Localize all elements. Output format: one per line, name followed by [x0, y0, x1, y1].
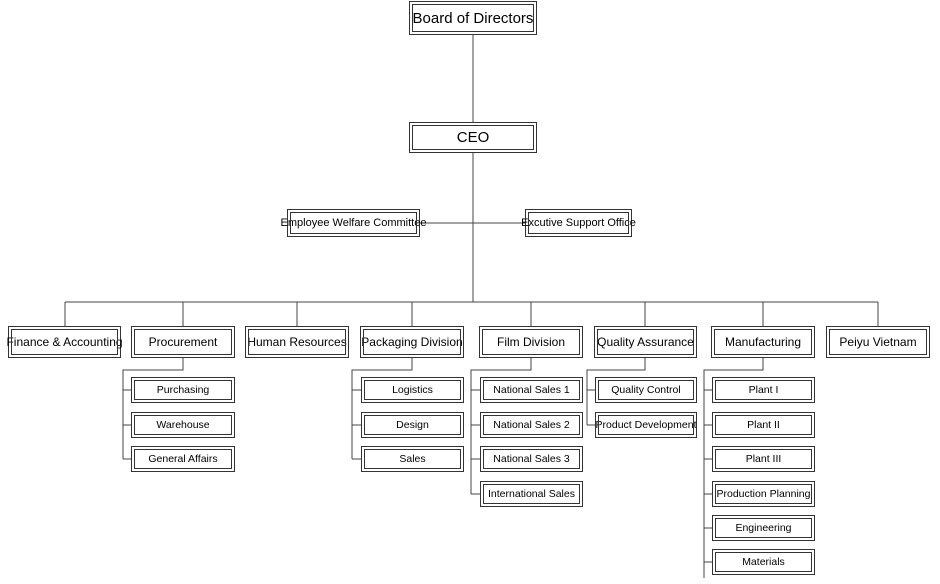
unit-engineering-box: Engineering: [712, 515, 815, 541]
dept-procurement-label: Procurement: [148, 335, 218, 349]
dept-hr-box: Human Resources: [245, 326, 349, 358]
branch-procurement: [122, 358, 184, 459]
unit-purchasing-label: Purchasing: [156, 384, 210, 396]
branch-packaging: [351, 358, 413, 459]
unit-national-sales-3-box: National Sales 3: [480, 446, 583, 472]
ceo-label: CEO: [456, 129, 490, 146]
dept-manufacturing-box: Manufacturing: [711, 326, 815, 358]
dept-hr-label: Human Resources: [247, 335, 347, 349]
unit-production-planning-label: Production Planning: [716, 488, 811, 500]
dept-peiyu-box: Peiyu Vietnam: [826, 326, 930, 358]
unit-quality-control-label: Quality Control: [611, 384, 681, 396]
unit-design-box: Design: [361, 412, 464, 438]
unit-purchasing-box: Purchasing: [131, 377, 235, 403]
unit-product-development-label: Product Development: [595, 419, 697, 431]
unit-sales-box: Sales: [361, 446, 464, 472]
unit-logistics-label: Logistics: [392, 384, 433, 396]
unit-national-sales-1-label: National Sales 1: [493, 384, 570, 396]
dept-procurement-box: Procurement: [131, 326, 235, 358]
dept-manufacturing-label: Manufacturing: [724, 335, 802, 349]
unit-materials-label: Materials: [742, 556, 785, 568]
unit-plant-1-box: Plant I: [712, 377, 815, 403]
unit-general-affairs-box: General Affairs: [131, 446, 235, 472]
dept-peiyu-label: Peiyu Vietnam: [839, 335, 917, 349]
unit-engineering-label: Engineering: [735, 522, 792, 534]
dept-packaging-label: Packaging Division: [361, 335, 463, 349]
unit-international-sales-label: International Sales: [488, 488, 575, 500]
unit-materials-box: Materials: [712, 549, 815, 575]
ceo-box: CEO: [409, 122, 537, 153]
branch-manufacturing: [703, 358, 764, 578]
unit-product-development-box: Product Development: [595, 412, 697, 438]
dept-film-box: Film Division: [479, 326, 583, 358]
unit-quality-control-box: Quality Control: [595, 377, 697, 403]
employee-welfare-label: Employee Welfare Committee: [280, 217, 427, 229]
executive-support-box: Excutive Support Office: [521, 209, 636, 237]
unit-plant-3-box: Plant III: [712, 446, 815, 472]
unit-plant-1-label: Plant I: [748, 384, 779, 396]
dept-qa-label: Quality Assurance: [597, 335, 694, 349]
unit-plant-2-box: Plant II: [712, 412, 815, 438]
unit-design-label: Design: [396, 419, 429, 431]
unit-national-sales-2-label: National Sales 2: [493, 419, 570, 431]
unit-national-sales-1-box: National Sales 1: [480, 377, 583, 403]
branch-film: [470, 358, 532, 494]
unit-warehouse-label: Warehouse: [156, 419, 210, 431]
unit-sales-label: Sales: [399, 453, 426, 465]
unit-national-sales-2-box: National Sales 2: [480, 412, 583, 438]
dept-packaging-box: Packaging Division: [360, 326, 464, 358]
dept-finance-label: Finance & Accounting: [6, 335, 123, 349]
executive-support-label: Excutive Support Office: [521, 217, 636, 229]
unit-international-sales-box: International Sales: [480, 481, 583, 507]
dept-qa-box: Quality Assurance: [594, 326, 697, 358]
board-box: Board of Directors: [409, 1, 537, 35]
employee-welfare-box: Employee Welfare Committee: [281, 209, 426, 237]
unit-plant-2-label: Plant II: [747, 419, 780, 431]
unit-general-affairs-label: General Affairs: [148, 453, 218, 465]
unit-plant-3-label: Plant III: [745, 453, 782, 465]
unit-logistics-box: Logistics: [361, 377, 464, 403]
dept-finance-box: Finance & Accounting: [6, 326, 123, 358]
dept-film-label: Film Division: [496, 335, 565, 349]
unit-production-planning-box: Production Planning: [712, 481, 815, 507]
unit-warehouse-box: Warehouse: [131, 412, 235, 438]
branch-qa: [586, 358, 646, 425]
unit-national-sales-3-label: National Sales 3: [493, 453, 570, 465]
board-label: Board of Directors: [412, 9, 534, 27]
